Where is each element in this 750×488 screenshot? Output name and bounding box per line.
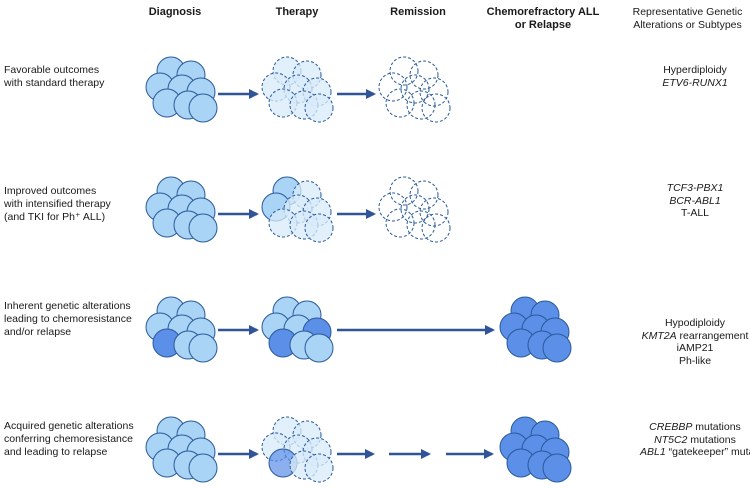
row-label-improved: Improved outcomes with intensified thera…	[4, 185, 111, 223]
cell	[400, 74, 430, 104]
cell	[304, 333, 334, 363]
alteration-line: TCF3-PBX1	[640, 182, 750, 195]
cell	[378, 72, 408, 102]
alteration-suffix: Hyperdiploidy	[663, 64, 727, 76]
cell	[188, 453, 218, 483]
alteration-line: ABL1 “gatekeeper” mutations	[640, 446, 750, 459]
header-diagnosis: Diagnosis	[148, 6, 202, 18]
cell	[304, 213, 334, 243]
alteration-italic: TCF3-PBX1	[666, 182, 724, 194]
cluster-remission-improved	[378, 176, 451, 243]
alteration-suffix: “gatekeeper” mutations	[668, 446, 750, 458]
alteration-suffix: T-ALL	[680, 207, 709, 219]
cell	[400, 194, 430, 224]
cell	[409, 180, 439, 210]
cluster-diagnosis-improved	[145, 176, 218, 243]
header-relapse: Chemorefractory ALL or Relapse	[478, 6, 608, 32]
alteration-italic: NT5C2	[654, 433, 688, 446]
alteration-line: Hyperdiploidy	[640, 64, 750, 77]
alteration-italic: ABL1	[640, 446, 666, 458]
cell-clusters	[145, 56, 572, 483]
header-remission: Remission	[390, 6, 446, 18]
alteration-suffix: Hypodiploidy	[664, 317, 726, 329]
cell	[188, 93, 218, 123]
cell	[389, 176, 419, 206]
alteration-suffix: mutations	[692, 421, 741, 433]
cell	[419, 197, 449, 227]
arrows	[218, 89, 495, 459]
alteration-line: KMT2A rearrangement	[640, 330, 750, 343]
cell	[188, 213, 218, 243]
cell	[188, 333, 218, 363]
cell	[409, 60, 439, 90]
cell	[304, 93, 334, 123]
row-label-acquired: Acquired genetic alterations conferring …	[4, 420, 134, 458]
alteration-italic: BCR-ABL1	[669, 194, 721, 207]
cluster-therapy-favorable	[261, 56, 334, 123]
header-alterations-line1: Representative Genetic	[632, 6, 743, 18]
row-label-favorable: Favorable outcomes with standard therapy	[4, 64, 105, 89]
cell	[389, 56, 419, 86]
alteration-line: BCR-ABL1	[640, 195, 750, 208]
header-relapse-line1: Chemorefractory ALL	[486, 6, 600, 18]
alteration-suffix: mutations	[687, 433, 736, 446]
cell	[421, 93, 451, 123]
cell	[406, 210, 436, 240]
alteration-line: Hypodiploidy	[640, 317, 750, 330]
header-relapse-line2: or Relapse	[514, 19, 572, 31]
cell	[542, 453, 572, 483]
header-therapy: Therapy	[275, 6, 319, 18]
cell	[304, 453, 334, 483]
alteration-italic: CREBBP	[649, 421, 693, 433]
alteration-italic: ETV6-RUNX1	[662, 76, 728, 89]
cluster-therapy-improved	[261, 176, 334, 243]
alteration-line: ETV6-RUNX1	[640, 77, 750, 90]
cluster-relapse-inherent	[499, 296, 572, 363]
alteration-line: T-ALL	[640, 207, 750, 220]
cell	[385, 88, 415, 118]
alteration-line: Ph-like	[640, 355, 750, 368]
alteration-line: CREBBP mutations	[640, 421, 750, 434]
row-label-inherent: Inherent genetic alterations leading to …	[4, 300, 132, 338]
alteration-line: iAMP21	[640, 342, 750, 355]
cluster-diagnosis-acquired	[145, 416, 218, 483]
alteration-line: NT5C2 mutations	[640, 434, 750, 447]
header-alterations-line2: Alterations or Subtypes	[633, 19, 742, 31]
alteration-suffix: Ph-like	[678, 354, 712, 367]
cell	[406, 90, 436, 120]
alteration-suffix: rearrangement	[676, 329, 749, 342]
cell	[419, 77, 449, 107]
cell	[542, 333, 572, 363]
cluster-remission-favorable	[378, 56, 451, 123]
cell	[378, 192, 408, 222]
cluster-therapy-acquired	[261, 416, 334, 483]
cluster-relapse-acquired	[499, 416, 572, 483]
cluster-therapy-inherent	[261, 296, 334, 363]
cell	[421, 213, 451, 243]
cluster-diagnosis-favorable	[145, 56, 218, 123]
alteration-suffix: iAMP21	[676, 342, 714, 354]
cell	[385, 208, 415, 238]
header-alterations: Representative Genetic Alterations or Su…	[625, 6, 750, 32]
cluster-diagnosis-inherent	[145, 296, 218, 363]
alteration-italic: KMT2A	[641, 329, 677, 342]
